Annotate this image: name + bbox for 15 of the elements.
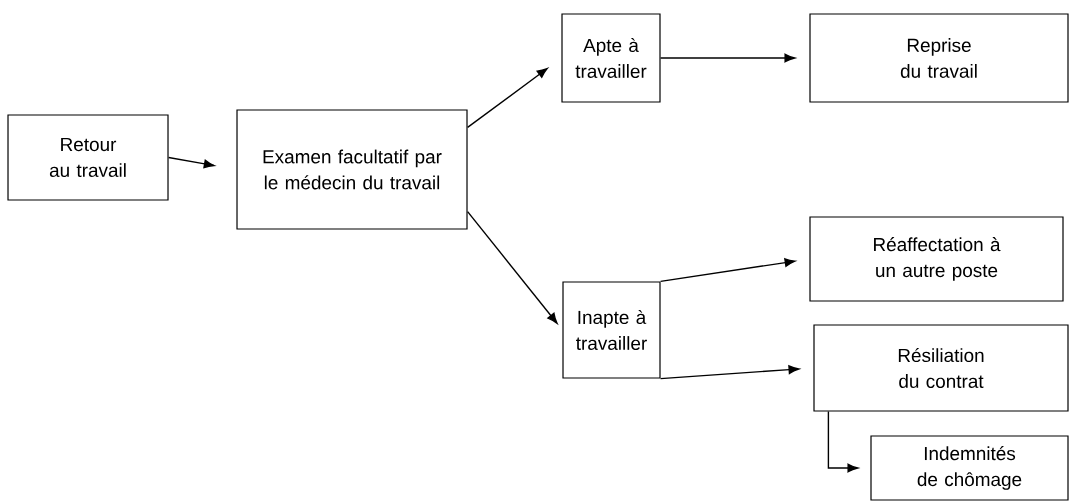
arrow: [659, 365, 800, 380]
process-box: Retour au travail: [7, 114, 169, 201]
process-box: Examen facultatif par le médecin du travail: [236, 109, 468, 230]
arrow: [167, 156, 215, 169]
process-box: Reprise du travail: [809, 13, 1069, 103]
process-box: Indemnités de chômage: [870, 435, 1069, 501]
process-box: Réaffectation à un autre poste: [809, 216, 1064, 302]
arrow: [827, 410, 859, 473]
arrow: [659, 258, 796, 283]
process-box: Inapte à travailler: [562, 281, 661, 379]
arrow: [466, 67, 548, 129]
process-box: Apte à travailler: [561, 13, 661, 103]
process-box: Résiliation du contrat: [813, 324, 1069, 412]
arrow: [466, 210, 558, 324]
arrow: [659, 53, 796, 63]
